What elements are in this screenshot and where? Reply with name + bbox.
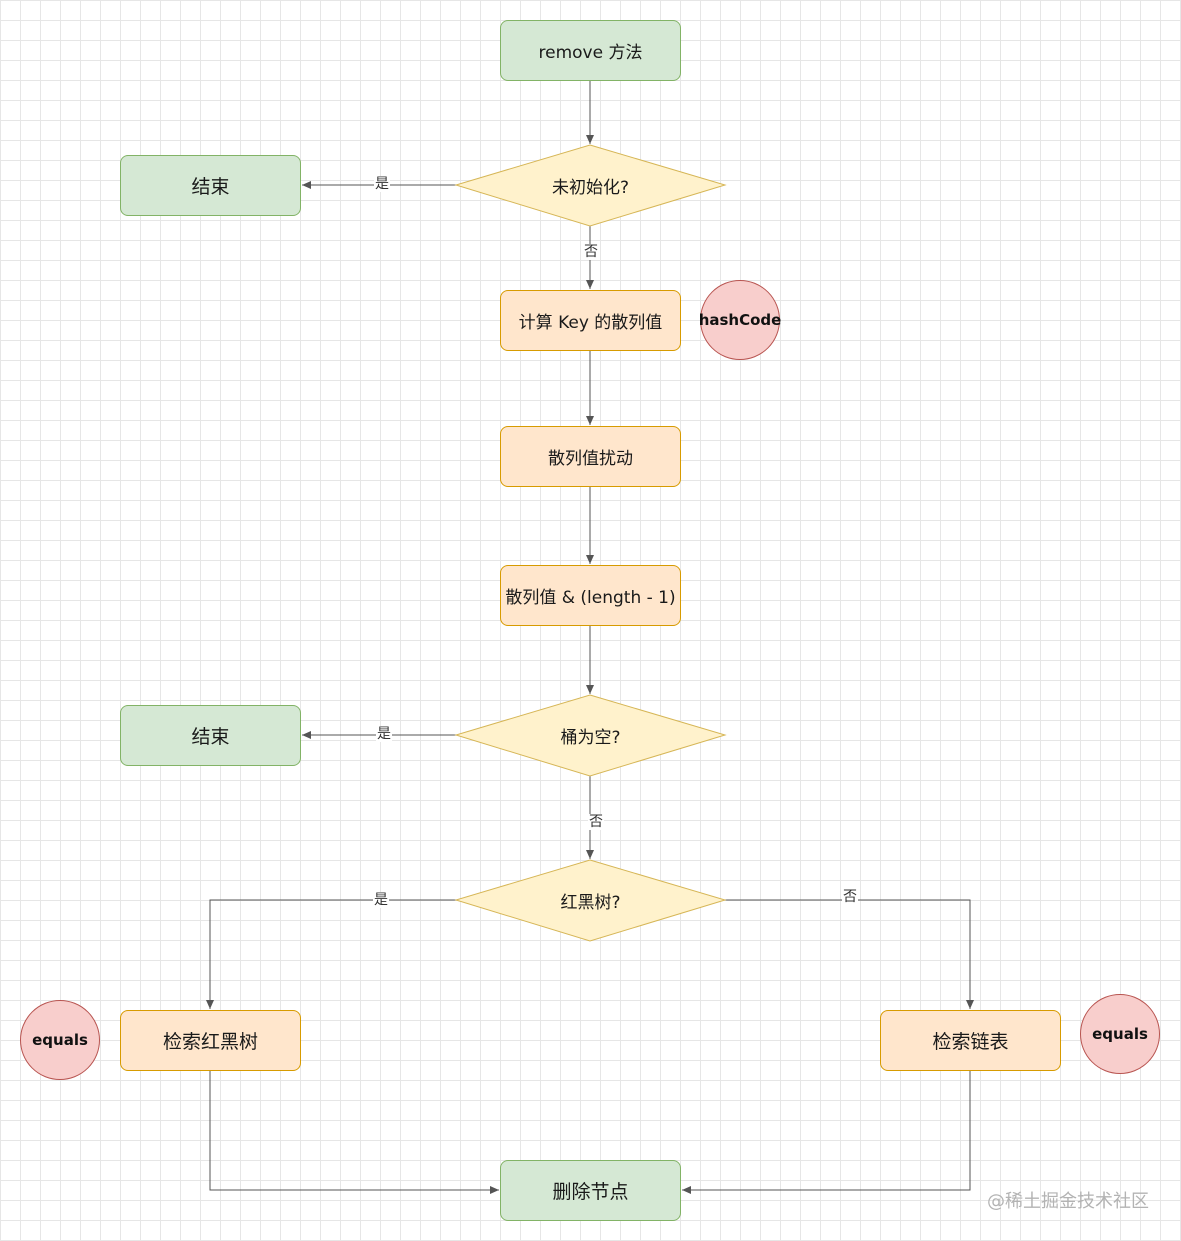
- edge-tree-yes-to-search-tree: [206, 899, 456, 1009]
- decision-red-black-tree: [454, 859, 727, 942]
- node-end-top: 结束: [120, 155, 301, 216]
- annotation-equals-right: equals: [1080, 994, 1160, 1074]
- edge-label-bucket-yes: 是: [376, 726, 392, 742]
- annotation-equals-left: equals: [20, 1000, 100, 1080]
- decision-red-black-tree-label: 红黑树?: [560, 892, 621, 913]
- decision-bucket-empty: [454, 694, 727, 777]
- decision-not-initialized: [454, 144, 727, 227]
- node-delete-node: 删除节点: [500, 1160, 681, 1221]
- node-remove-method: remove 方法: [500, 20, 681, 81]
- decision-bucket-empty-label: 桶为空?: [560, 727, 621, 748]
- annotation-hashcode: hashCode: [699, 280, 781, 360]
- node-end-middle: 结束: [120, 705, 301, 766]
- node-hash-disturb: 散列值扰动: [500, 426, 681, 487]
- edge-label-tree-yes: 是: [373, 892, 389, 908]
- node-compute-hash: 计算 Key 的散列值: [500, 290, 681, 351]
- edge-search-list-to-delete: [682, 1070, 971, 1194]
- edge-label-tree-no: 否: [842, 889, 858, 905]
- edge-search-tree-to-delete: [209, 1070, 499, 1194]
- node-search-linked-list: 检索链表: [880, 1010, 1061, 1071]
- watermark-text: @稀土掘金技术社区: [987, 1191, 1149, 1212]
- edge-label-init-yes: 是: [374, 176, 390, 192]
- node-hash-and-length: 散列值 & (length - 1): [500, 565, 681, 626]
- decision-not-initialized-label: 未初始化?: [551, 177, 630, 198]
- node-search-red-black-tree: 检索红黑树: [120, 1010, 301, 1071]
- edge-tree-no-to-search-list: [725, 899, 974, 1009]
- edge-label-bucket-no: 否: [588, 814, 604, 830]
- edge-label-init-no: 否: [583, 244, 599, 260]
